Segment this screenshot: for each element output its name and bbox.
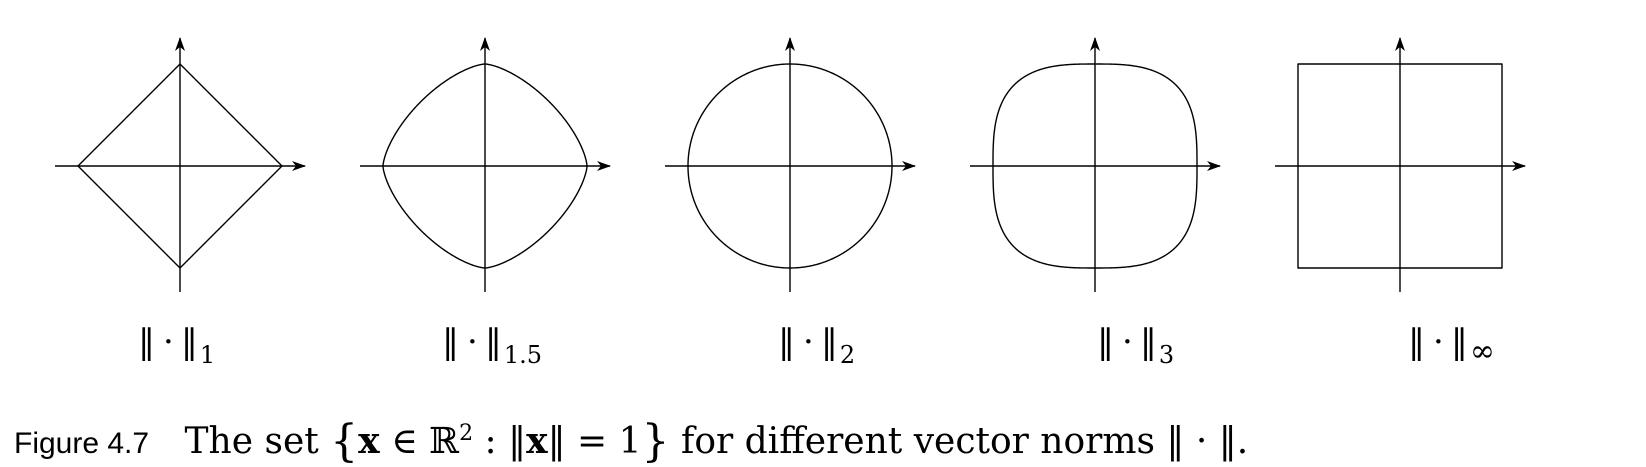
figure-caption: Figure 4.7 The set {x ∈ ℝ2 : ‖x‖ = 1} fo… (14, 412, 1248, 466)
unit-ball-curve (992, 63, 1198, 269)
panel-norm-1-5 (360, 37, 611, 292)
norm-label-2: ‖·‖2 (778, 322, 856, 369)
panel-norm-1 (55, 37, 306, 292)
unit-ball-curve (382, 63, 588, 269)
caption-text: The set {x ∈ ℝ2 : ‖x‖ = 1} for different… (184, 416, 1249, 467)
panel-norm-3 (970, 37, 1221, 292)
panel-norm-infinity (1275, 37, 1526, 292)
norm-label-1: ‖·‖1 (138, 322, 216, 369)
panel-norm-2 (665, 37, 916, 292)
norm-label-3: ‖·‖3 (1097, 322, 1175, 369)
unit-ball-curve (687, 63, 893, 269)
figure-number: Figure 4.7 (14, 427, 150, 460)
norm-unit-balls-figure (55, 37, 1526, 292)
unit-ball-curve (77, 63, 283, 269)
unit-ball-curve (1297, 63, 1503, 269)
norm-label-1-5: ‖·‖1.5 (442, 322, 542, 369)
norm-label-infinity: ‖·‖∞ (1408, 322, 1495, 369)
